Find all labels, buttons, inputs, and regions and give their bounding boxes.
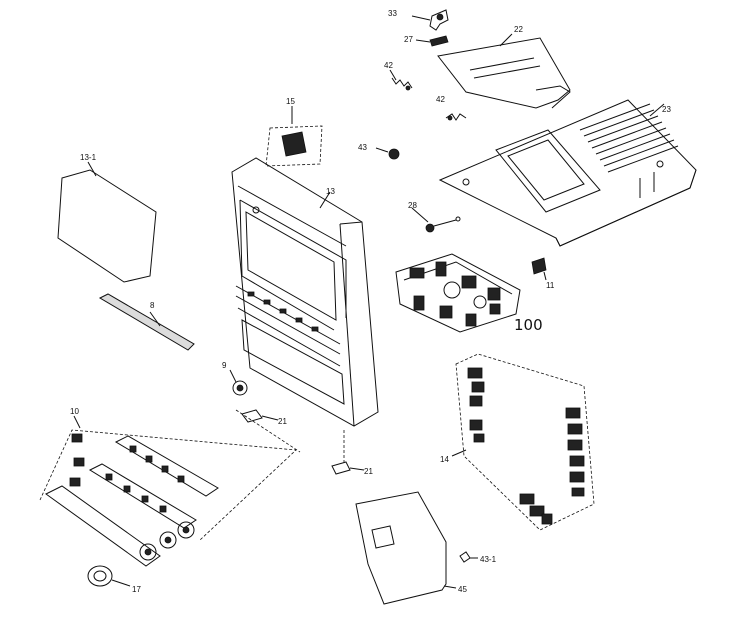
- part-11-connector: [531, 257, 547, 281]
- part-100-deck-mechanism: [395, 253, 521, 333]
- callout-22: 22: [514, 25, 523, 34]
- part-43-gear: [375, 147, 400, 160]
- part-21-screw-lower: [331, 461, 365, 475]
- part-9-spring: [229, 369, 248, 396]
- callout-23: 23: [662, 105, 671, 114]
- callout-14: 14: [440, 455, 449, 464]
- callout-100: 100: [514, 316, 543, 334]
- part-27-clip: [415, 35, 449, 47]
- part-21-screw-upper: [241, 409, 279, 423]
- part-15-bracket: [265, 106, 323, 167]
- part-22-lid: [437, 33, 571, 109]
- part-43-1-screw: [459, 551, 478, 563]
- callout-33: 33: [388, 9, 397, 18]
- callout-10: 10: [70, 407, 79, 416]
- part-17-knob: [87, 565, 131, 587]
- callout-11: 11: [546, 281, 555, 290]
- callout-27: 27: [404, 35, 413, 44]
- part-45-back-panel: [355, 491, 457, 605]
- part-10-button-assembly: [39, 415, 297, 567]
- part-13-front-cabinet: [231, 157, 379, 427]
- part-33-bracket: [411, 9, 449, 31]
- callout-9: 9: [222, 361, 227, 370]
- part-28-spring: [411, 207, 461, 233]
- callout-8: 8: [150, 301, 155, 310]
- vent-grille: [579, 103, 679, 173]
- callout-42-lower: 42: [436, 95, 445, 104]
- part-13-1-side-panel: [57, 161, 157, 283]
- callout-43: 43: [358, 143, 367, 152]
- callout-21-upper: 21: [278, 417, 287, 426]
- callout-13: 13: [326, 187, 335, 196]
- callout-15: 15: [286, 97, 295, 106]
- callout-13-1: 13-1: [80, 153, 97, 162]
- callout-17: 17: [132, 585, 141, 594]
- part-42-spring-upper: [389, 69, 413, 91]
- part-8-trim-strip: [98, 293, 195, 351]
- part-14-jack-board: [451, 353, 595, 531]
- callout-21-lower: 21: [364, 467, 373, 476]
- part-23-top-cabinet: [438, 99, 697, 247]
- callout-42-upper: 42: [384, 61, 393, 70]
- callout-43-1: 43-1: [480, 555, 497, 564]
- callout-45: 45: [458, 585, 467, 594]
- callout-28: 28: [408, 201, 417, 210]
- part-42-spring-lower: [445, 113, 467, 121]
